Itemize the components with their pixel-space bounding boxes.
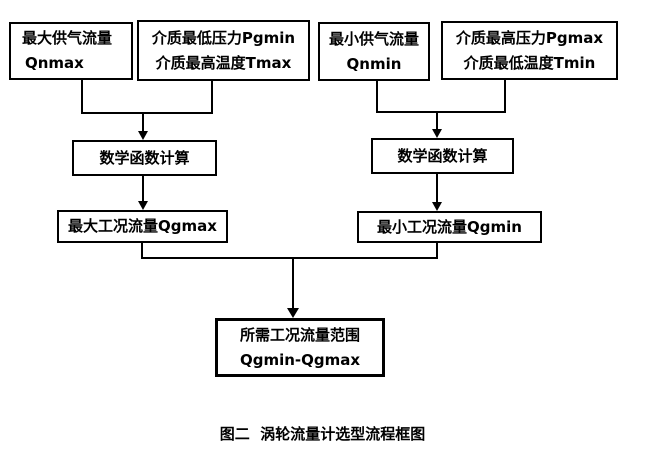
node-max-working-flow: 最大工况流量Qgmax <box>57 210 228 243</box>
connector-line-mathright-down <box>436 174 438 203</box>
node-required-flow-range-line2: Qgmin-Qgmax <box>239 350 361 369</box>
node-medium-max-pressure-min-temp: 介质最高压力Pgmax 介质最低温度Tmin <box>441 21 618 80</box>
node-math-calc-right-label: 数学函数计算 <box>397 146 488 165</box>
connector-line-pgmin-down <box>211 81 213 114</box>
connector-line-qgmax-down <box>141 243 143 259</box>
connector-line-qnmax-down <box>81 80 83 114</box>
connector-line-right-drop <box>436 111 438 130</box>
node-medium-max-pressure-line1: 介质最高压力Pgmax <box>455 28 604 47</box>
node-math-calc-left-label: 数学函数计算 <box>99 148 190 167</box>
connector-line-mathleft-down <box>142 176 144 202</box>
connector-line-pgmax-down <box>504 80 506 113</box>
down-arrow-icon <box>287 308 299 318</box>
node-medium-max-pressure-line2: 介质最低温度Tmin <box>463 53 596 72</box>
node-max-working-flow-label: 最大工况流量Qgmax <box>68 217 217 235</box>
down-arrow-icon <box>432 129 442 138</box>
connector-line-right-bus <box>376 111 506 113</box>
node-math-calc-right: 数学函数计算 <box>371 138 514 174</box>
node-max-supply-flow-line2: Qnmax <box>25 54 84 72</box>
node-min-supply-flow-line2: Qnmin <box>346 54 402 73</box>
connector-line-qgmin-down <box>436 243 438 259</box>
node-min-working-flow: 最小工况流量Qgmin <box>357 211 542 243</box>
down-arrow-icon <box>138 201 148 210</box>
figure-caption: 图二 涡轮流量计选型流程框图 <box>219 425 426 443</box>
down-arrow-icon <box>432 202 442 211</box>
node-max-supply-flow-line1: 最大供气流量 <box>22 29 113 47</box>
node-max-supply-flow: 最大供气流量 Qnmax <box>9 22 133 80</box>
node-medium-min-pressure-line2: 介质最高温度Tmax <box>155 53 292 72</box>
node-medium-min-pressure-max-temp: 介质最低压力Pgmin 介质最高温度Tmax <box>137 20 310 81</box>
connector-line-qnmin-down <box>376 81 378 113</box>
node-min-working-flow-label: 最小工况流量Qgmin <box>377 217 522 236</box>
node-math-calc-left: 数学函数计算 <box>72 140 217 176</box>
node-min-supply-flow-line1: 最小供气流量 <box>328 29 419 48</box>
connector-line-bottom-bus <box>141 257 438 259</box>
connector-line-left-bus <box>81 112 213 114</box>
node-required-flow-range: 所需工况流量范围 Qgmin-Qgmax <box>215 318 385 377</box>
down-arrow-icon <box>138 131 148 140</box>
connector-line-left-drop <box>142 112 144 132</box>
node-medium-min-pressure-line1: 介质最低压力Pgmin <box>151 28 296 47</box>
node-min-supply-flow: 最小供气流量 Qnmin <box>318 22 430 81</box>
connector-line-result-drop <box>292 257 294 309</box>
node-required-flow-range-line1: 所需工况流量范围 <box>239 325 360 344</box>
